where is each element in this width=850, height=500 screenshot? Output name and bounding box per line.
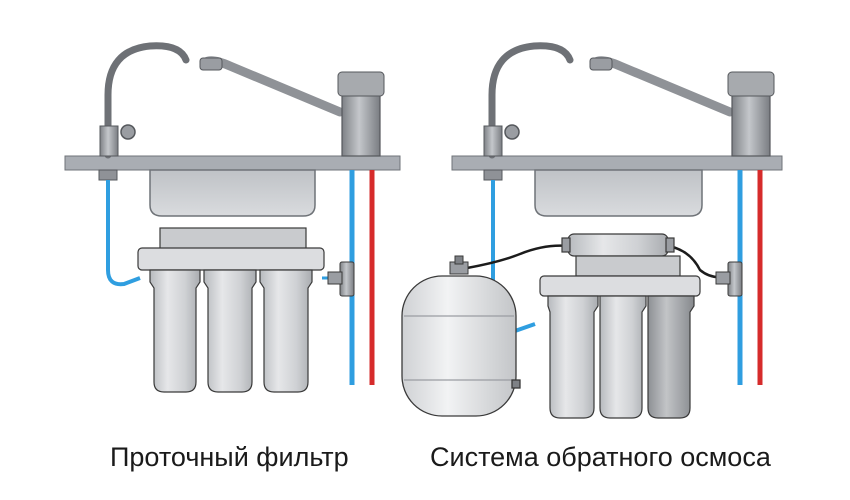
filter-head-right <box>539 275 701 297</box>
inlet-valve-right <box>715 261 743 297</box>
inlet-valve-left <box>322 261 355 297</box>
mixer-faucet-right <box>589 56 775 157</box>
filter-housing <box>149 269 201 393</box>
sink-bowl-right <box>534 169 703 217</box>
caption-reverse-osmosis: Система обратного осмоса <box>430 442 771 472</box>
filter-housing <box>647 295 695 419</box>
mounting-bracket-left <box>159 227 307 251</box>
tank-valve <box>449 255 469 275</box>
filter-tap-right <box>483 42 574 159</box>
flow-filter-system <box>64 42 401 393</box>
tap-fitting-left <box>98 169 118 181</box>
countertop-right <box>451 155 783 171</box>
filter-housing <box>259 269 313 393</box>
mixer-faucet-left <box>199 56 385 157</box>
countertop-left <box>64 155 401 171</box>
reverse-osmosis-system <box>401 42 783 419</box>
filter-housing <box>599 295 647 419</box>
storage-tank <box>401 275 521 417</box>
filter-tap-left <box>99 42 190 159</box>
mounting-bracket-right <box>575 255 681 277</box>
filter-head-left <box>137 247 325 271</box>
membrane-housing <box>561 233 675 257</box>
filter-housings-left <box>149 269 313 393</box>
outlet-tube-left <box>106 180 141 287</box>
caption-flow-filter: Проточный фильтр <box>110 442 349 472</box>
sink-bowl-left <box>149 169 316 217</box>
filter-housing <box>547 295 599 419</box>
filter-housing <box>203 269 257 393</box>
filter-housings-right <box>547 295 695 419</box>
tap-fitting-right <box>483 169 503 181</box>
